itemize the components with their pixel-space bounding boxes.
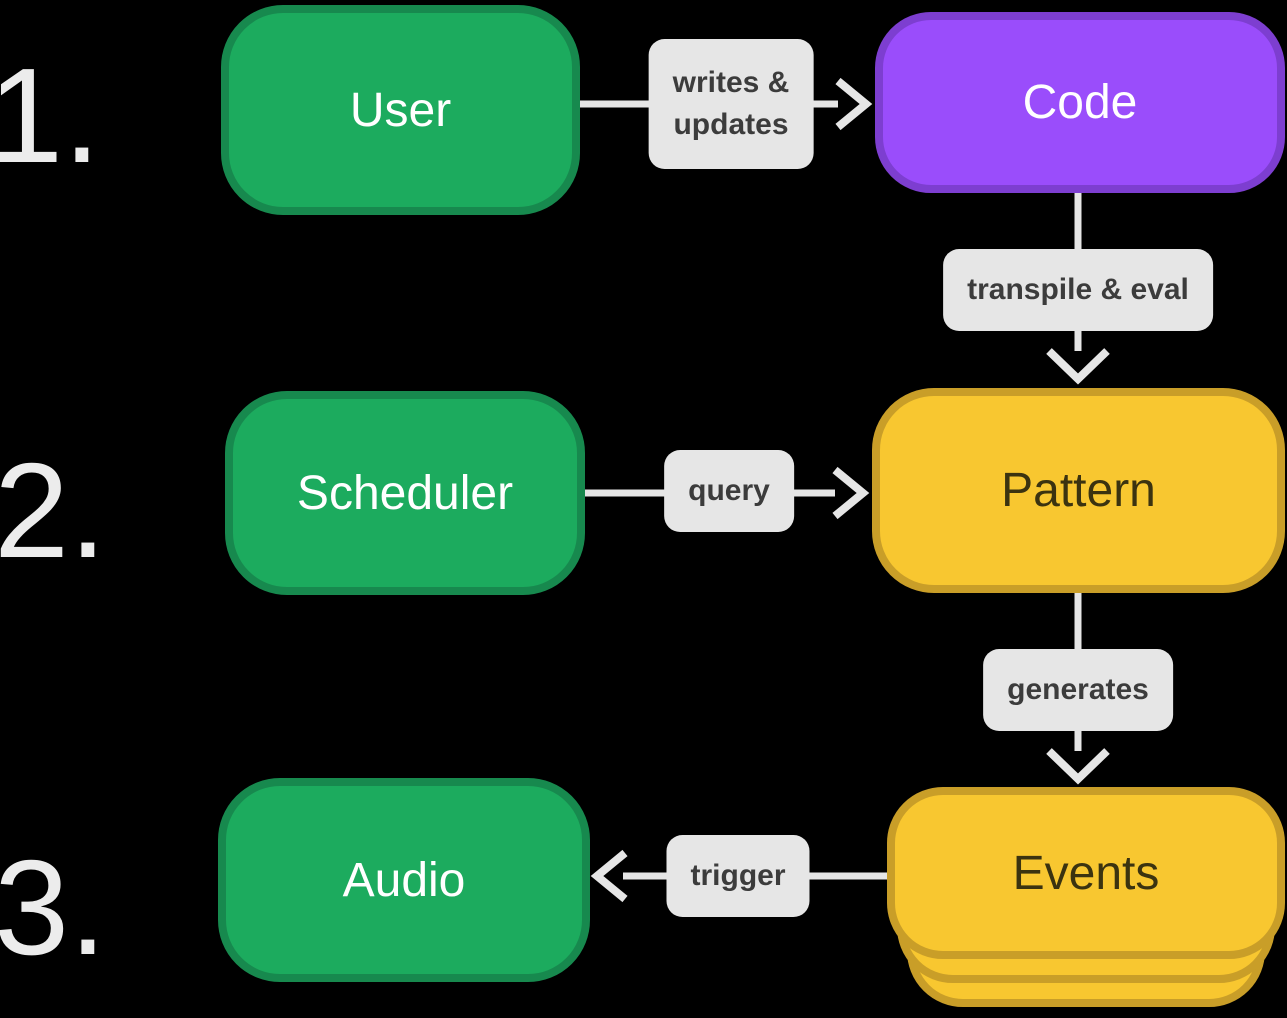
node-scheduler: Scheduler bbox=[225, 391, 585, 595]
edge-label-text: query bbox=[688, 474, 770, 507]
arrow-head-down-icon bbox=[1046, 348, 1110, 385]
edge-label-line2: updates bbox=[673, 108, 789, 141]
arrow-head-right-icon bbox=[835, 77, 873, 131]
arrow-head-left-icon bbox=[590, 849, 628, 903]
edge-label-text: trigger bbox=[690, 859, 786, 892]
node-pattern: Pattern bbox=[872, 388, 1285, 593]
node-audio-label: Audio bbox=[342, 853, 466, 907]
step-number-3: 3. bbox=[0, 832, 107, 983]
node-events-label: Events bbox=[1012, 846, 1160, 900]
node-pattern-label: Pattern bbox=[1001, 464, 1156, 517]
edge-label-text: transpile & eval bbox=[967, 273, 1189, 306]
step-number-2: 2. bbox=[0, 435, 107, 586]
node-scheduler-label: Scheduler bbox=[296, 466, 514, 520]
node-events: Events bbox=[887, 787, 1285, 959]
node-code: Code bbox=[875, 12, 1285, 193]
edge-label-text: generates bbox=[1007, 673, 1149, 706]
arrow-head-down-icon bbox=[1046, 748, 1110, 785]
node-audio: Audio bbox=[218, 778, 590, 982]
edge-label-line1: writes & bbox=[672, 66, 790, 99]
arrow-head-right-icon bbox=[832, 466, 870, 520]
node-user: User bbox=[221, 5, 580, 215]
node-user-label: User bbox=[349, 83, 452, 137]
step-number-1: 1. bbox=[0, 40, 101, 191]
edge-label-generates: generates bbox=[983, 649, 1173, 731]
edge-label-trigger: trigger bbox=[666, 835, 810, 917]
node-code-label: Code bbox=[1022, 76, 1138, 129]
edge-label-transpile-eval: transpile & eval bbox=[943, 249, 1213, 331]
edge-label-query: query bbox=[664, 450, 794, 532]
edge-label-writes-updates: writes & updates bbox=[648, 39, 814, 169]
